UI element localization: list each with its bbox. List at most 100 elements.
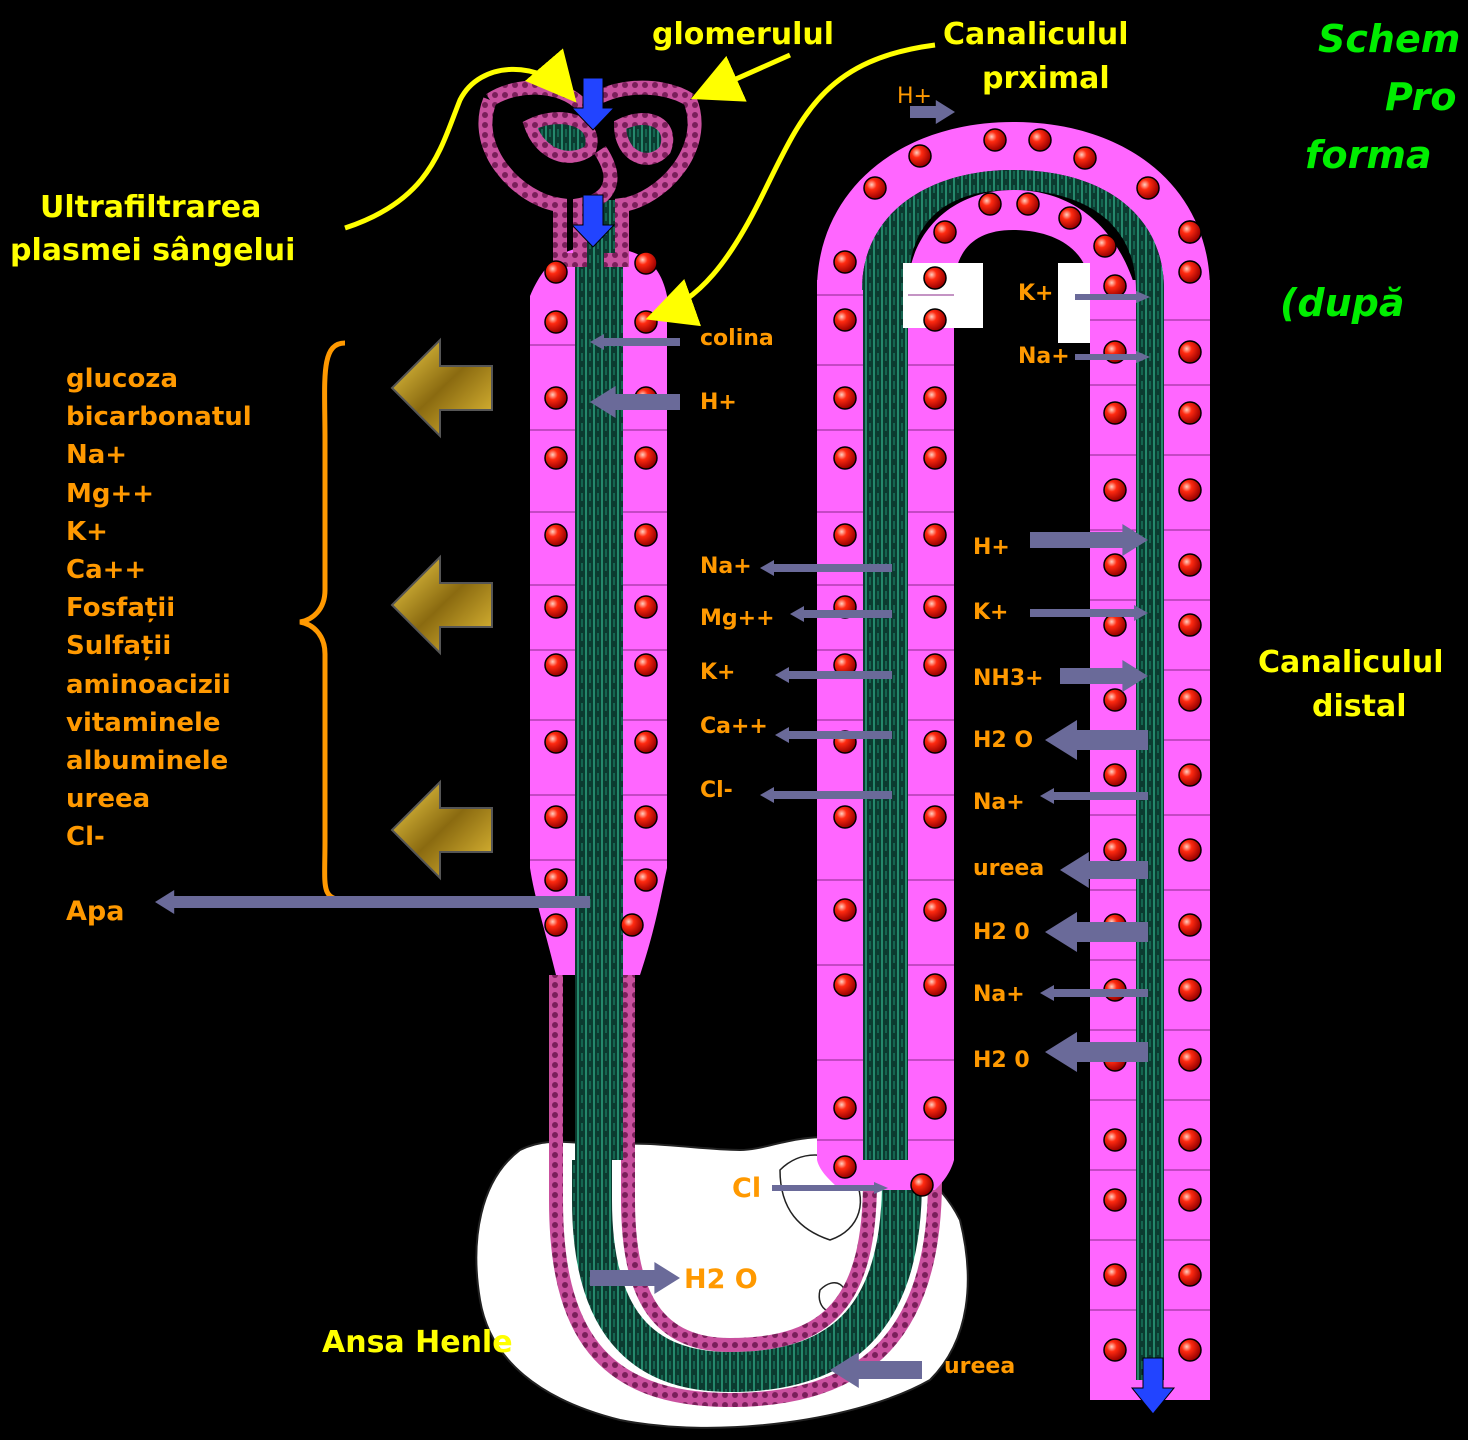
nucleus — [1029, 129, 1051, 151]
nucleus — [924, 309, 946, 331]
ion-label: Cl — [732, 1175, 761, 1202]
title-line-4: (după — [1280, 284, 1404, 322]
nucleus — [1179, 1129, 1201, 1151]
list-item: Mg++ — [66, 475, 252, 513]
ion-label: ureea — [944, 1356, 1015, 1378]
nucleus — [1094, 235, 1116, 257]
nucleus — [1179, 764, 1201, 786]
nucleus — [834, 974, 856, 996]
nucleus — [909, 145, 931, 167]
list-item: Cl- — [66, 818, 252, 856]
nucleus — [834, 1097, 856, 1119]
distal-label-2: distal — [1312, 692, 1406, 722]
nucleus — [545, 524, 567, 546]
nucleus — [1179, 689, 1201, 711]
nucleus — [1179, 221, 1201, 243]
bracket — [300, 343, 348, 900]
nucleus — [1104, 1264, 1126, 1286]
nucleus — [1179, 614, 1201, 636]
nucleus — [1179, 1189, 1201, 1211]
nucleus — [911, 1174, 933, 1196]
gold-arrow-shape — [392, 340, 492, 436]
nucleus — [1179, 1049, 1201, 1071]
nucleus — [924, 899, 946, 921]
gold-left-arrow-icon — [392, 340, 492, 436]
nucleus — [1179, 341, 1201, 363]
nucleus — [934, 221, 956, 243]
ion-label: Na+ — [1018, 346, 1070, 368]
nucleus — [635, 731, 657, 753]
ion-label: K+ — [1018, 283, 1053, 305]
title-line-2: Pro — [1385, 78, 1457, 116]
ion-label: colina — [700, 328, 774, 350]
ion-label: H+ — [700, 392, 737, 414]
nucleus — [924, 974, 946, 996]
nucleus — [1104, 764, 1126, 786]
ion-label: Ca++ — [700, 716, 768, 738]
ion-label: K+ — [700, 662, 735, 684]
list-item: albuminele — [66, 742, 252, 780]
nucleus — [1179, 914, 1201, 936]
nucleus — [545, 731, 567, 753]
nucleus — [834, 387, 856, 409]
proximal-label-2: prximal — [982, 64, 1110, 94]
nucleus — [1017, 193, 1039, 215]
ion-label: Mg++ — [700, 608, 775, 630]
nucleus — [1104, 839, 1126, 861]
nucleus — [635, 806, 657, 828]
nucleus — [1104, 479, 1126, 501]
nucleus — [545, 447, 567, 469]
ion-label: Na+ — [973, 984, 1025, 1006]
nucleus — [1074, 147, 1096, 169]
nucleus — [1179, 261, 1201, 283]
nucleus — [545, 914, 567, 936]
nucleus — [1179, 479, 1201, 501]
nucleus — [924, 731, 946, 753]
nucleus — [979, 193, 1001, 215]
nucleus — [1179, 554, 1201, 576]
gold-left-arrow-icon — [392, 557, 492, 653]
list-item: bicarbonatul — [66, 398, 252, 436]
nucleus — [635, 869, 657, 891]
nucleus — [635, 596, 657, 618]
nucleus — [1104, 402, 1126, 424]
list-item: Na+ — [66, 436, 252, 474]
nucleus — [545, 654, 567, 676]
glomerulus-label: glomerulul — [652, 20, 834, 50]
gold-left-arrow-icon — [392, 782, 492, 878]
nucleus — [635, 654, 657, 676]
nucleus — [1179, 1264, 1201, 1286]
ion-label: H+ — [897, 86, 932, 108]
grey-arrow-icon — [155, 890, 590, 914]
nucleus — [545, 869, 567, 891]
nucleus — [1179, 839, 1201, 861]
nucleus — [635, 252, 657, 274]
nucleus — [1137, 177, 1159, 199]
nucleus — [864, 177, 886, 199]
nucleus — [545, 387, 567, 409]
nucleus — [1059, 207, 1081, 229]
ion-label: H2 0 — [973, 1050, 1030, 1072]
ultrafiltration-label-2: plasmei sângelui — [10, 236, 295, 266]
nucleus — [1104, 1189, 1126, 1211]
nucleus — [1179, 402, 1201, 424]
reabsorbed-substances-list: glucoza bicarbonatul Na+ Mg++ K+ Ca++ Fo… — [66, 360, 252, 857]
nucleus — [635, 447, 657, 469]
nucleus — [924, 596, 946, 618]
nucleus — [834, 899, 856, 921]
nucleus — [834, 309, 856, 331]
nucleus — [924, 1097, 946, 1119]
ultrafiltration-label-1: Ultrafiltrarea — [40, 193, 261, 223]
nucleus — [924, 447, 946, 469]
nucleus — [1104, 554, 1126, 576]
list-item: K+ — [66, 513, 252, 551]
ion-label: Na+ — [700, 556, 752, 578]
nucleus — [1104, 614, 1126, 636]
ion-label: H+ — [973, 537, 1010, 559]
nucleus — [924, 654, 946, 676]
nucleus — [545, 806, 567, 828]
nucleus — [834, 524, 856, 546]
list-item: ureea — [66, 780, 252, 818]
nucleus — [834, 806, 856, 828]
